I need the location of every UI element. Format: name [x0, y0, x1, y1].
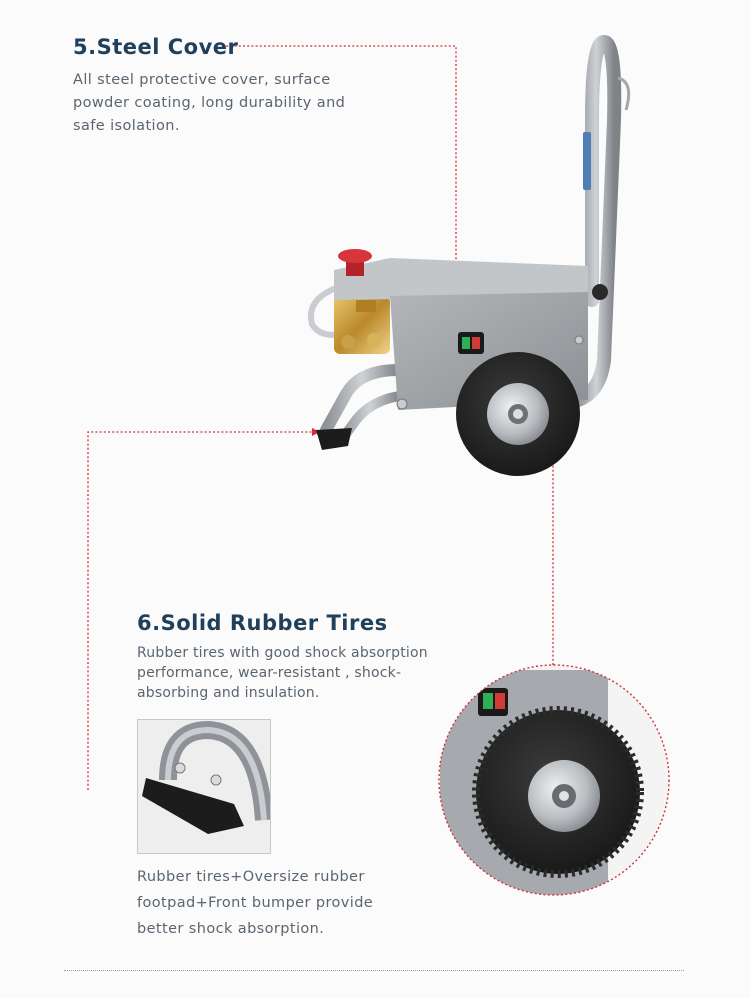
tire-closeup-image — [438, 664, 670, 896]
section-title-steel-cover: 5.Steel Cover — [73, 35, 239, 59]
red-knob — [338, 249, 372, 276]
bottom-divider — [64, 970, 684, 971]
section-desc-rubber-tires: Rubber tires with good shock absorption … — [137, 645, 428, 701]
section-desc-steel-cover: All steel protective cover, surface powd… — [73, 72, 346, 134]
footpad-closeup-image — [137, 719, 271, 854]
section-title-rubber-tires: 6.Solid Rubber Tires — [137, 611, 388, 635]
front-bumper — [316, 364, 405, 450]
main-wheel — [456, 352, 580, 476]
brass-pump — [334, 296, 390, 354]
callout-lines — [87, 45, 554, 790]
footpad-caption: Rubber tires+Oversize rubber footpad+Fro… — [137, 869, 374, 937]
handle-frame — [571, 34, 631, 407]
